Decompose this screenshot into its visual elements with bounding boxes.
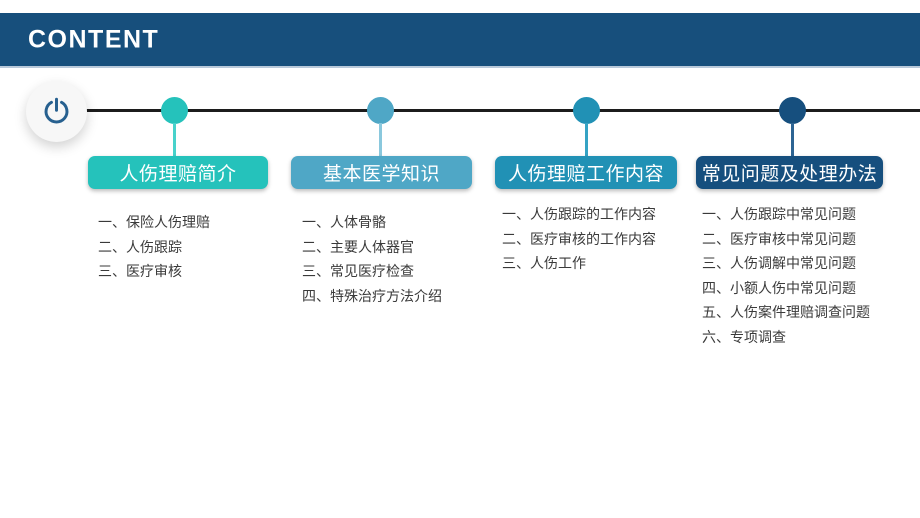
header-bar: CONTENT xyxy=(0,13,920,68)
list-item: 二、医疗审核的工作内容 xyxy=(502,230,656,247)
section-title: 人伤理赔简介 xyxy=(88,156,268,189)
section-title: 基本医学知识 xyxy=(291,156,472,189)
section-item-list: 一、保险人伤理赔二、人伤跟踪三、医疗审核 xyxy=(98,210,210,284)
list-item: 四、特殊治疗方法介绍 xyxy=(302,287,442,304)
list-item: 一、人伤跟踪中常见问题 xyxy=(702,206,856,222)
dot-connector xyxy=(173,123,176,156)
power-circle xyxy=(26,81,87,142)
dot-connector xyxy=(585,123,588,156)
dot-connector xyxy=(379,123,382,156)
list-item: 四、小额人伤中常见问题 xyxy=(702,279,856,296)
list-item: 二、主要人体器官 xyxy=(302,238,414,255)
list-item: 一、人伤跟踪的工作内容 xyxy=(502,206,656,222)
section-title: 常见问题及处理办法 xyxy=(696,156,883,189)
dot-connector xyxy=(791,123,794,156)
section-item-list: 一、人伤跟踪的工作内容二、医疗审核的工作内容三、人伤工作 xyxy=(502,202,656,276)
list-item: 一、人体骨骼 xyxy=(302,214,386,230)
timeline-dot xyxy=(573,97,600,124)
section-title: 人伤理赔工作内容 xyxy=(495,156,677,189)
section-item-list: 一、人伤跟踪中常见问题二、医疗审核中常见问题三、人伤调解中常见问题四、小额人伤中… xyxy=(702,202,870,349)
list-item: 三、人伤调解中常见问题 xyxy=(702,255,856,271)
list-item: 五、人伤案件理赔调查问题 xyxy=(702,304,870,320)
list-item: 二、医疗审核中常见问题 xyxy=(702,230,856,247)
timeline-dot xyxy=(779,97,806,124)
timeline-dot xyxy=(161,97,188,124)
section-item-list: 一、人体骨骼二、主要人体器官三、常见医疗检查四、特殊治疗方法介绍 xyxy=(302,210,442,308)
power-icon xyxy=(41,96,72,127)
toc-section: 人伤理赔工作内容 一、人伤跟踪的工作内容二、医疗审核的工作内容三、人伤工作 xyxy=(484,97,690,397)
toc-section: 常见问题及处理办法 一、人伤跟踪中常见问题二、医疗审核中常见问题三、人伤调解中常… xyxy=(690,97,896,397)
timeline-line xyxy=(56,109,920,112)
list-item: 三、医疗审核 xyxy=(98,263,182,279)
list-item: 三、人伤工作 xyxy=(502,255,586,271)
toc-section: 人伤理赔简介 一、保险人伤理赔二、人伤跟踪三、医疗审核 xyxy=(72,97,278,397)
page-title: CONTENT xyxy=(28,25,160,53)
list-item: 一、保险人伤理赔 xyxy=(98,214,210,230)
list-item: 六、专项调查 xyxy=(702,328,786,345)
list-item: 三、常见医疗检查 xyxy=(302,263,414,279)
list-item: 二、人伤跟踪 xyxy=(98,238,182,255)
toc-section: 基本医学知识 一、人体骨骼二、主要人体器官三、常见医疗检查四、特殊治疗方法介绍 xyxy=(278,97,484,397)
timeline-dot xyxy=(367,97,394,124)
